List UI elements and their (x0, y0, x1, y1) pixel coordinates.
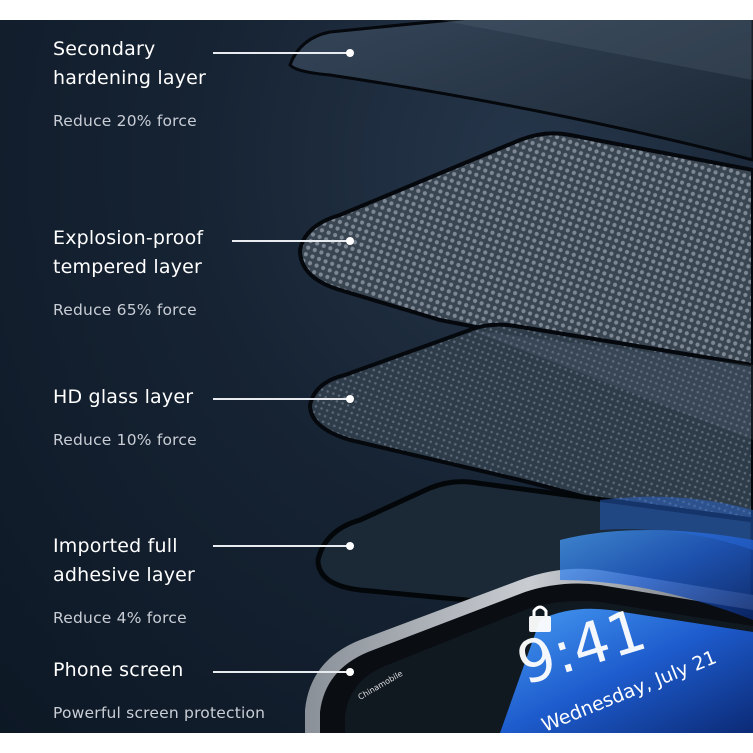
leader-line-1 (213, 52, 350, 54)
layer-label-hd-glass: HD glass layer Reduce 10% force (53, 383, 197, 449)
layer-subtitle: Reduce 20% force (53, 112, 197, 130)
layer-title: Phone screen (53, 659, 184, 681)
product-illustration: 9:41 Wednesday, July 21 Chinamobile (0, 20, 753, 733)
leader-line-3 (213, 398, 350, 400)
pointer-dot-4 (346, 542, 354, 550)
layer-subtitle: Powerful screen protection (53, 704, 266, 722)
layer-subtitle: Reduce 4% force (53, 609, 187, 627)
layer-title: HD glass layer (53, 386, 194, 408)
layer-title: Imported full adhesive layer (53, 535, 196, 586)
leader-line-2 (232, 240, 350, 242)
layer-subtitle: Reduce 10% force (53, 431, 197, 449)
pointer-dot-3 (346, 395, 354, 403)
layer-label-adhesive: Imported full adhesive layer Reduce 4% f… (53, 532, 195, 627)
phone: 9:41 Wednesday, July 21 Chinamobile (305, 496, 753, 733)
layer-title: Secondary hardening layer (53, 38, 207, 89)
layer-label-explosion-proof: Explosion-proof tempered layer Reduce 65… (53, 224, 203, 319)
layer-title: Explosion-proof tempered layer (53, 227, 204, 278)
lock-icon (529, 605, 551, 632)
pointer-dot-1 (346, 49, 354, 57)
leader-line-4 (213, 545, 350, 547)
layer-stack-graphic: 9:41 Wednesday, July 21 Chinamobile (288, 20, 753, 733)
layer-1-sheet (288, 20, 753, 162)
pointer-dot-5 (346, 668, 354, 676)
pointer-dot-2 (346, 237, 354, 245)
layer-label-secondary-hardening: Secondary hardening layer Reduce 20% for… (53, 35, 206, 130)
layer-subtitle: Reduce 65% force (53, 301, 197, 319)
leader-line-5 (213, 671, 350, 673)
layer-label-phone-screen: Phone screen Powerful screen protection (53, 656, 265, 722)
